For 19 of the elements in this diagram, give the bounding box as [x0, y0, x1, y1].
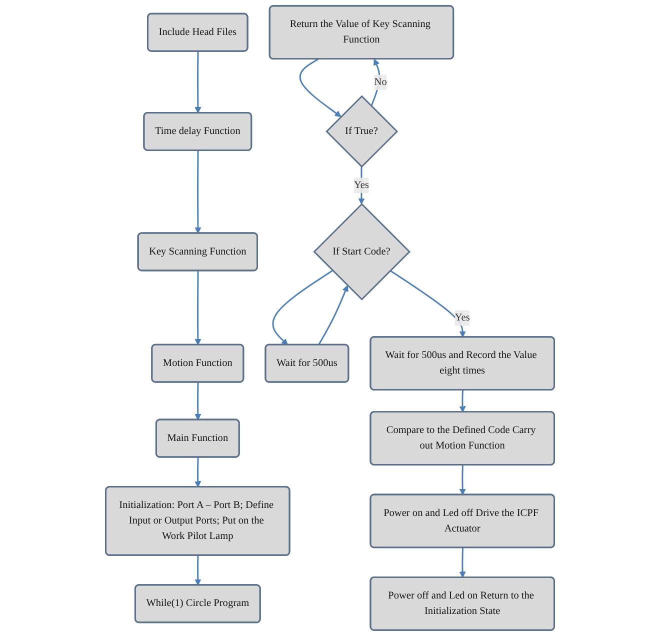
node-diamond: If Start Code? — [313, 203, 410, 300]
arrow — [459, 390, 466, 412]
node-diamond: If True? — [326, 95, 398, 168]
edge-label: No — [374, 76, 387, 88]
arrow — [459, 465, 466, 496]
arrow — [194, 555, 202, 586]
arrow — [194, 270, 202, 346]
arrow — [318, 285, 348, 346]
arrow — [194, 51, 202, 114]
arrow — [370, 58, 380, 106]
arrow — [194, 150, 202, 234]
arrow — [299, 58, 342, 117]
arrow — [272, 270, 334, 346]
arrow — [194, 382, 202, 420]
edge-label: Yes — [454, 312, 470, 324]
arrow — [390, 270, 466, 338]
edge-label: Yes — [354, 180, 369, 191]
arrow — [459, 548, 466, 578]
arrow — [194, 457, 202, 488]
